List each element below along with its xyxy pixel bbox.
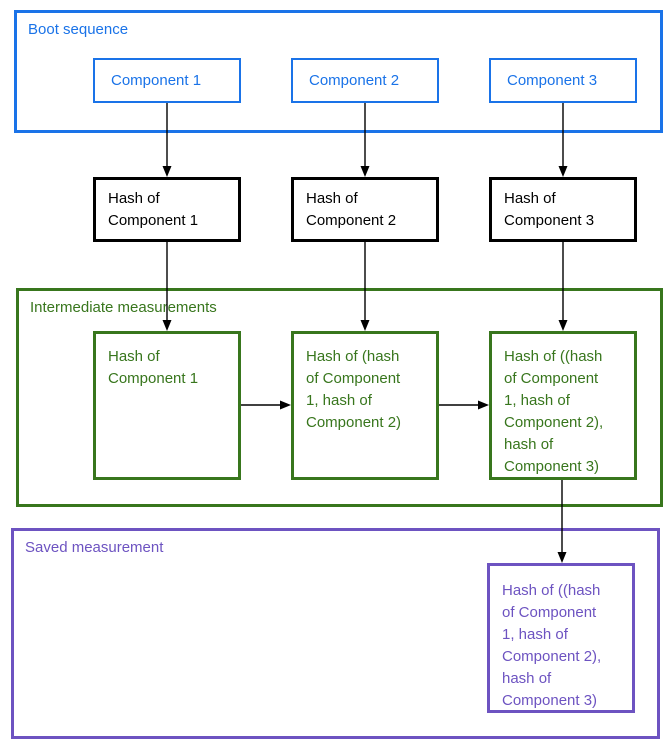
boot-sequence-label: Boot sequence: [28, 21, 129, 38]
boot-sequence-section: Boot sequence: [14, 10, 663, 133]
hash-of-component-2-box: Hash of Component 2: [291, 177, 439, 242]
intermediate-measurements-label: Intermediate measurements: [30, 299, 217, 316]
saved-measurement-section: Saved measurement: [11, 528, 660, 739]
hash-of-component-2-label: Hash of Component 2: [306, 189, 397, 229]
measurement-2-box: Hash of (hash of Component 1, hash of Co…: [291, 331, 439, 480]
hash-of-component-3-box: Hash of Component 3: [489, 177, 637, 242]
intermediate-measurements-section: Intermediate measurements: [16, 288, 663, 507]
measurement-1-box: Hash of Component 1: [93, 331, 241, 480]
hash-of-component-3-label: Hash of Component 3: [504, 189, 595, 229]
measurement-1-label: Hash of Component 1: [108, 348, 199, 387]
saved-measurement-box-label: Hash of ((hash of Component 1, hash of C…: [502, 582, 602, 709]
component-1-label: Component 1: [111, 71, 202, 89]
measurement-3-box: Hash of ((hash of Component 1, hash of C…: [489, 331, 637, 480]
saved-measurement-label: Saved measurement: [25, 539, 164, 556]
component-3-label: Component 3: [507, 71, 598, 89]
hash-of-component-1-label: Hash of Component 1: [108, 189, 199, 229]
saved-measurement-box: Hash of ((hash of Component 1, hash of C…: [487, 563, 635, 713]
hash-of-component-1-box: Hash of Component 1: [93, 177, 241, 242]
component-1-box: Component 1: [93, 58, 241, 103]
component-2-box: Component 2: [291, 58, 439, 103]
measurement-3-label: Hash of ((hash of Component 1, hash of C…: [504, 348, 604, 475]
measurement-2-label: Hash of (hash of Component 1, hash of Co…: [306, 348, 402, 431]
component-2-label: Component 2: [309, 71, 400, 89]
component-3-box: Component 3: [489, 58, 637, 103]
